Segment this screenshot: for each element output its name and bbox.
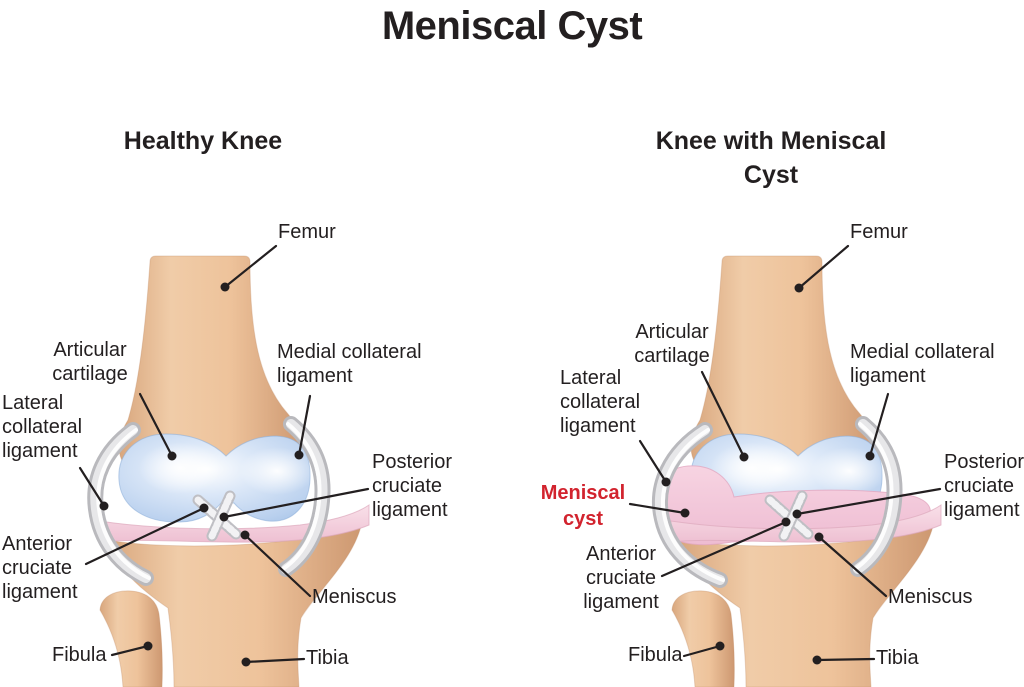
leader-line	[138, 392, 174, 458]
leader-line	[223, 244, 278, 289]
healthy-knee-figure	[95, 255, 370, 687]
leader-dot	[240, 530, 250, 540]
leader-line	[222, 487, 370, 519]
leader-dot	[680, 508, 690, 518]
label-femur-cyst: Femur	[850, 221, 908, 243]
label-anterior-cruciate-ligament-healthy: Anterior cruciate ligament	[2, 533, 78, 603]
leader-line	[815, 657, 876, 662]
label-posterior-cruciate-ligament-cyst: Posterior cruciate ligament	[944, 451, 1024, 521]
label-meniscus-cyst: Meniscus	[888, 586, 973, 608]
label-femur-healthy: Femur	[278, 221, 336, 243]
leader-dot	[812, 655, 822, 665]
leader-dot	[739, 452, 749, 462]
label-medial-collateral-ligament-cyst: Medial collateral ligament	[850, 341, 995, 387]
leader-dot	[661, 477, 671, 487]
label-fibula-healthy: Fibula	[52, 644, 107, 666]
leader-dot	[794, 283, 804, 293]
fibula-bone	[99, 590, 163, 687]
leader-line	[243, 533, 312, 598]
label-meniscus-healthy: Meniscus	[312, 586, 397, 608]
label-lateral-collateral-ligament-healthy: Lateral collateral ligament	[2, 392, 83, 462]
subtitle-knee-with-cyst: Knee with Meniscal Cyst	[655, 127, 887, 189]
label-tibia-healthy: Tibia	[306, 647, 349, 669]
leader-dot	[167, 451, 177, 461]
leader-dot	[792, 509, 802, 519]
label-tibia-cyst: Tibia	[876, 647, 919, 669]
leader-line	[795, 487, 942, 516]
label-medial-collateral-ligament-healthy: Medial collateral ligament	[277, 341, 422, 387]
leader-line	[110, 644, 150, 657]
leader-dot	[220, 282, 230, 292]
leader-dot	[781, 517, 791, 527]
leader-lines	[78, 244, 942, 667]
leader-line	[78, 466, 106, 508]
label-articular-cartilage-cyst: Articular cartilage	[634, 321, 710, 367]
label-articular-cartilage-healthy: Articular cartilage	[52, 339, 128, 385]
leader-line	[84, 506, 206, 566]
leader-dot	[99, 501, 109, 511]
leader-dot	[294, 450, 304, 460]
leader-line	[868, 392, 890, 458]
leader-dot	[143, 641, 153, 651]
leader-line	[797, 244, 850, 290]
leader-line	[817, 535, 888, 598]
subtitle-healthy-knee: Healthy Knee	[123, 127, 283, 155]
leader-line	[660, 520, 788, 578]
leader-line	[297, 394, 312, 457]
leader-dot	[814, 532, 824, 542]
label-posterior-cruciate-ligament-healthy: Posterior cruciate ligament	[372, 451, 453, 521]
label-anterior-cruciate-ligament-cyst: Anterior cruciate ligament	[583, 543, 659, 613]
leader-line	[682, 644, 722, 658]
leader-line	[638, 439, 668, 484]
leader-line	[244, 657, 306, 664]
leader-dot	[241, 657, 251, 667]
cyst-knee-figure	[655, 255, 942, 687]
leader-dot	[865, 451, 875, 461]
label-lateral-collateral-ligament-cyst: Lateral collateral ligament	[560, 367, 641, 437]
leader-line	[700, 370, 746, 459]
leader-dot	[219, 512, 229, 522]
label-meniscal-cyst: Meniscal cyst	[540, 482, 626, 530]
fibula-bone	[671, 590, 735, 687]
page-title: Meniscal Cyst	[381, 4, 643, 48]
label-fibula-cyst: Fibula	[628, 644, 683, 666]
leader-dot	[715, 641, 725, 651]
leader-dot	[199, 503, 209, 513]
leader-line	[628, 502, 687, 515]
